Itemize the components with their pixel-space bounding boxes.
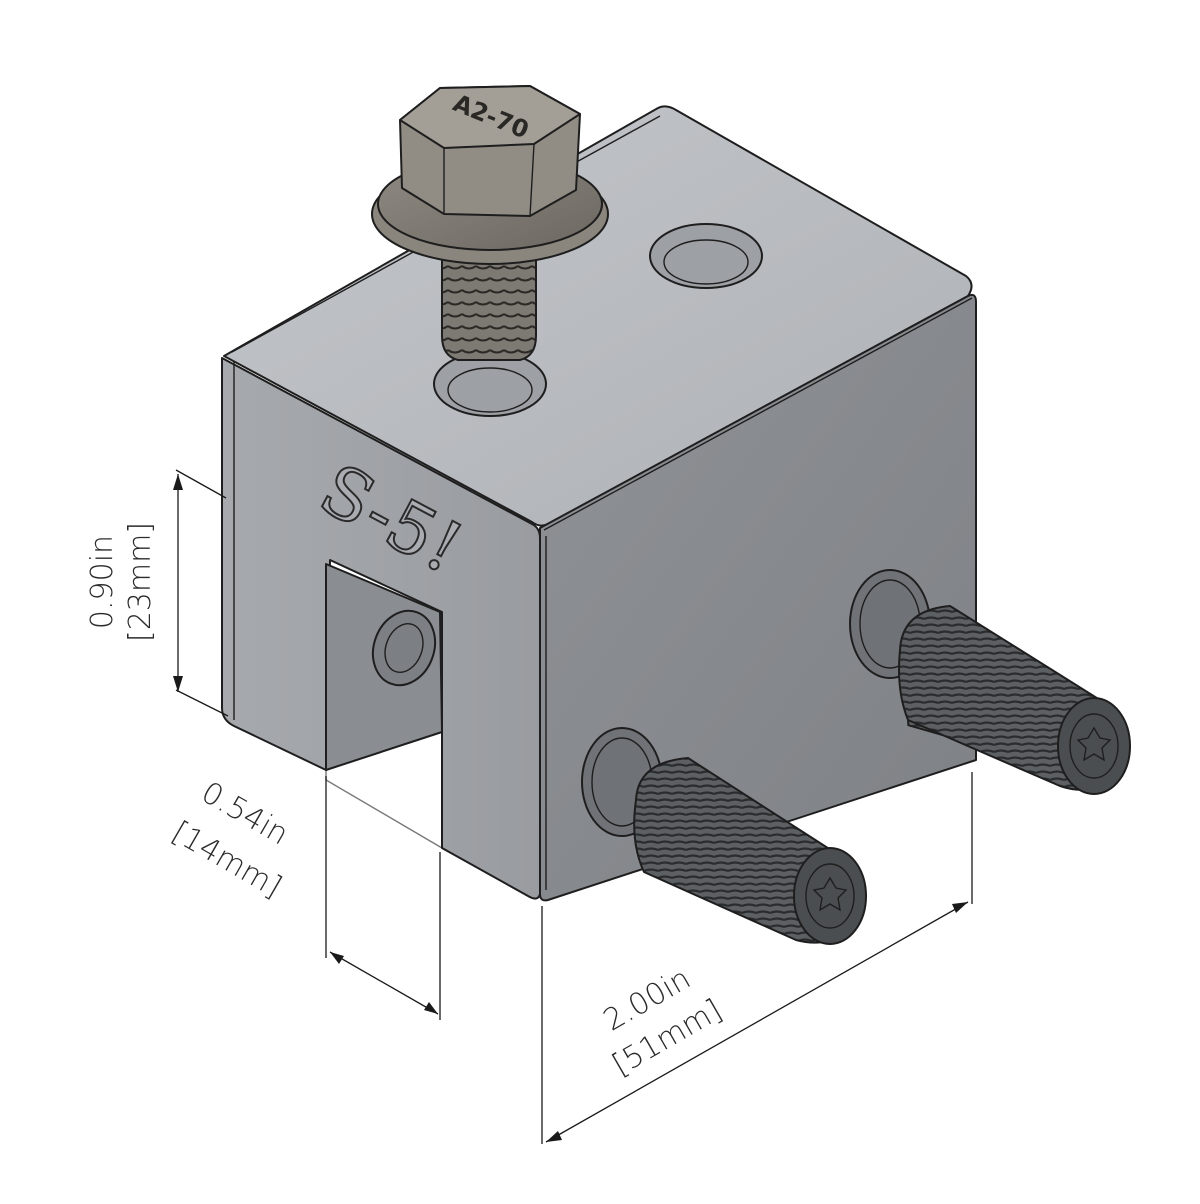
dim-height-metric: [23mm] [123,522,158,642]
front-face [221,357,541,900]
top-threaded-hole-rear [649,223,763,289]
top-threaded-hole-front [433,351,547,417]
torx-set-screw-front [633,757,867,945]
top-face [223,105,973,527]
dimension-slot-width: 0.54in [14mm] [166,775,441,1020]
threaded-hole-icon [371,609,437,687]
dimension-height: 0.90in [23mm] [85,469,229,717]
clamp-body [221,105,977,902]
hex-flange-bolt-icon: A2-70 [371,85,609,361]
torx-set-screw-icon [898,605,1131,795]
dim-height-imperial: 0.90in [85,535,120,629]
